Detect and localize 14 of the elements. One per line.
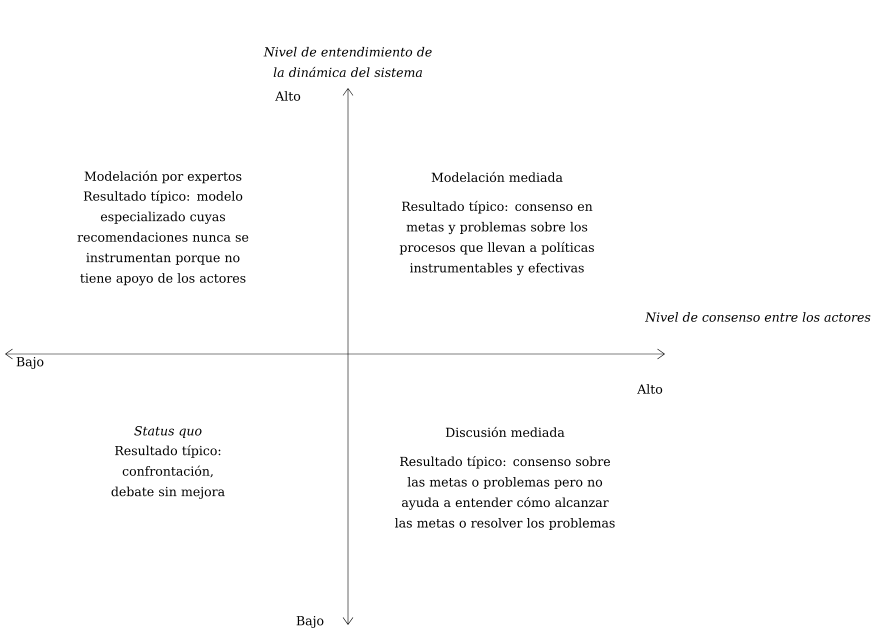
axis-end-label: Bajo: [16, 357, 44, 369]
axis-title: Nivel de entendimiento de la dinámica del sistema: [264, 46, 432, 78]
quadrant-heading: Modelación mediada: [432, 172, 563, 182]
quadrant-heading: Discusión mediada: [446, 426, 564, 438]
quadrant-heading: Modelación por expertos: [84, 170, 242, 184]
axis-title: Nivel de consenso entre los actores: [644, 312, 870, 322]
quadrant-text: Resultado típico: consenso sobre las metas o problemas pero no ayuda a entender cómo alcanzar las metas o resolver los problemas: [395, 456, 615, 530]
axis-end-label: Alto: [637, 384, 662, 394]
axis-end-label: Alto: [275, 91, 300, 101]
quadrant-heading: Status quo: [134, 426, 202, 438]
quadrant-text: Resultado típico: modelo especializado cuyas recomendaciones nunca se instrumentan porque no tiene apoyo de los actores: [78, 190, 248, 286]
quadrant-text: Resultado típico: consenso en metas y problemas sobre los procesos que llevan a políticas instrumentables y efectivas: [400, 200, 594, 276]
axis-end-label: Bajo: [296, 616, 324, 628]
quadrant-text: Resultado típico: confrontación, debate sin mejora: [112, 445, 225, 499]
